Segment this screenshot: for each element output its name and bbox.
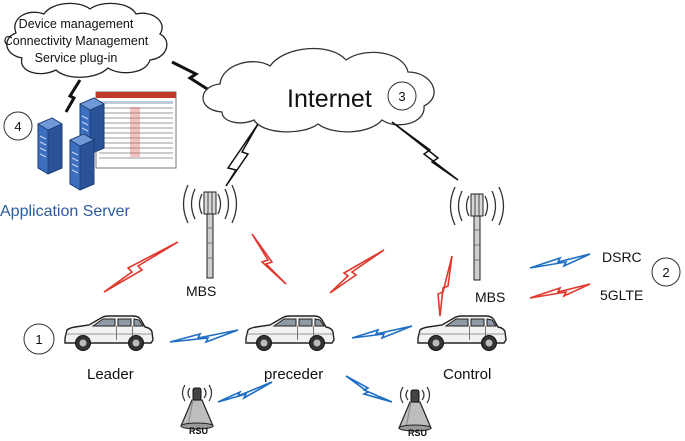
mbs-left-label: MBS <box>186 283 216 299</box>
badge-3-text: 3 <box>398 89 405 104</box>
dashboard-screen-icon <box>95 91 177 169</box>
badge-4-text: 4 <box>14 119 21 134</box>
badge-1-text: 1 <box>35 332 42 347</box>
roadside-unit-icon <box>398 386 432 432</box>
leader-label: Leader <box>87 366 134 383</box>
cell-tower-icon <box>182 184 238 279</box>
legend-lte-label: 5GLTE <box>600 287 643 303</box>
legend-lte-swatch <box>529 283 591 299</box>
mbs-right-label: MBS <box>475 289 505 305</box>
cell-tower-icon <box>449 186 505 281</box>
badge-2-text: 2 <box>662 265 669 280</box>
suv-car-icon <box>64 315 154 352</box>
cloud-line-2: Connectivity Management <box>4 34 149 48</box>
badge-2 <box>651 257 681 287</box>
server-rack-icon <box>37 117 63 175</box>
dsrc-links <box>169 325 413 403</box>
legend-dsrc-swatch <box>529 253 591 269</box>
server-rack-icon <box>69 133 95 191</box>
control-label: Control <box>443 366 491 383</box>
badge-3: 3 <box>387 81 417 111</box>
legend-dsrc-label: DSRC <box>602 249 642 265</box>
rsu-left-label: RSU <box>189 426 208 436</box>
management-cloud: Device management Connectivity Managemen… <box>4 2 168 78</box>
preceder-label: preceder <box>264 366 323 383</box>
lte-links <box>103 233 453 317</box>
cloud-line-1: Device management <box>19 17 134 31</box>
bolt-internet-right-tower <box>391 121 459 181</box>
suv-car-icon <box>417 315 507 352</box>
badge-1: 1 <box>23 323 55 355</box>
roadside-unit-icon <box>180 384 214 430</box>
application-server: Application Server <box>0 91 177 220</box>
bolt-internet-left-tower <box>225 123 259 187</box>
badge-4: 4 <box>3 111 33 141</box>
bolt-cloud-internet <box>171 60 213 94</box>
cloud-line-3: Service plug-in <box>35 51 118 65</box>
internet-label: Internet <box>287 85 372 113</box>
suv-car-icon <box>245 315 335 352</box>
internet-cloud: Internet <box>202 47 435 133</box>
rsu-right-label: RSU <box>408 428 427 438</box>
application-server-label: Application Server <box>0 203 131 220</box>
bolt-server-cloud <box>64 79 82 113</box>
legend: DSRC 5GLTE 2 <box>529 249 681 303</box>
